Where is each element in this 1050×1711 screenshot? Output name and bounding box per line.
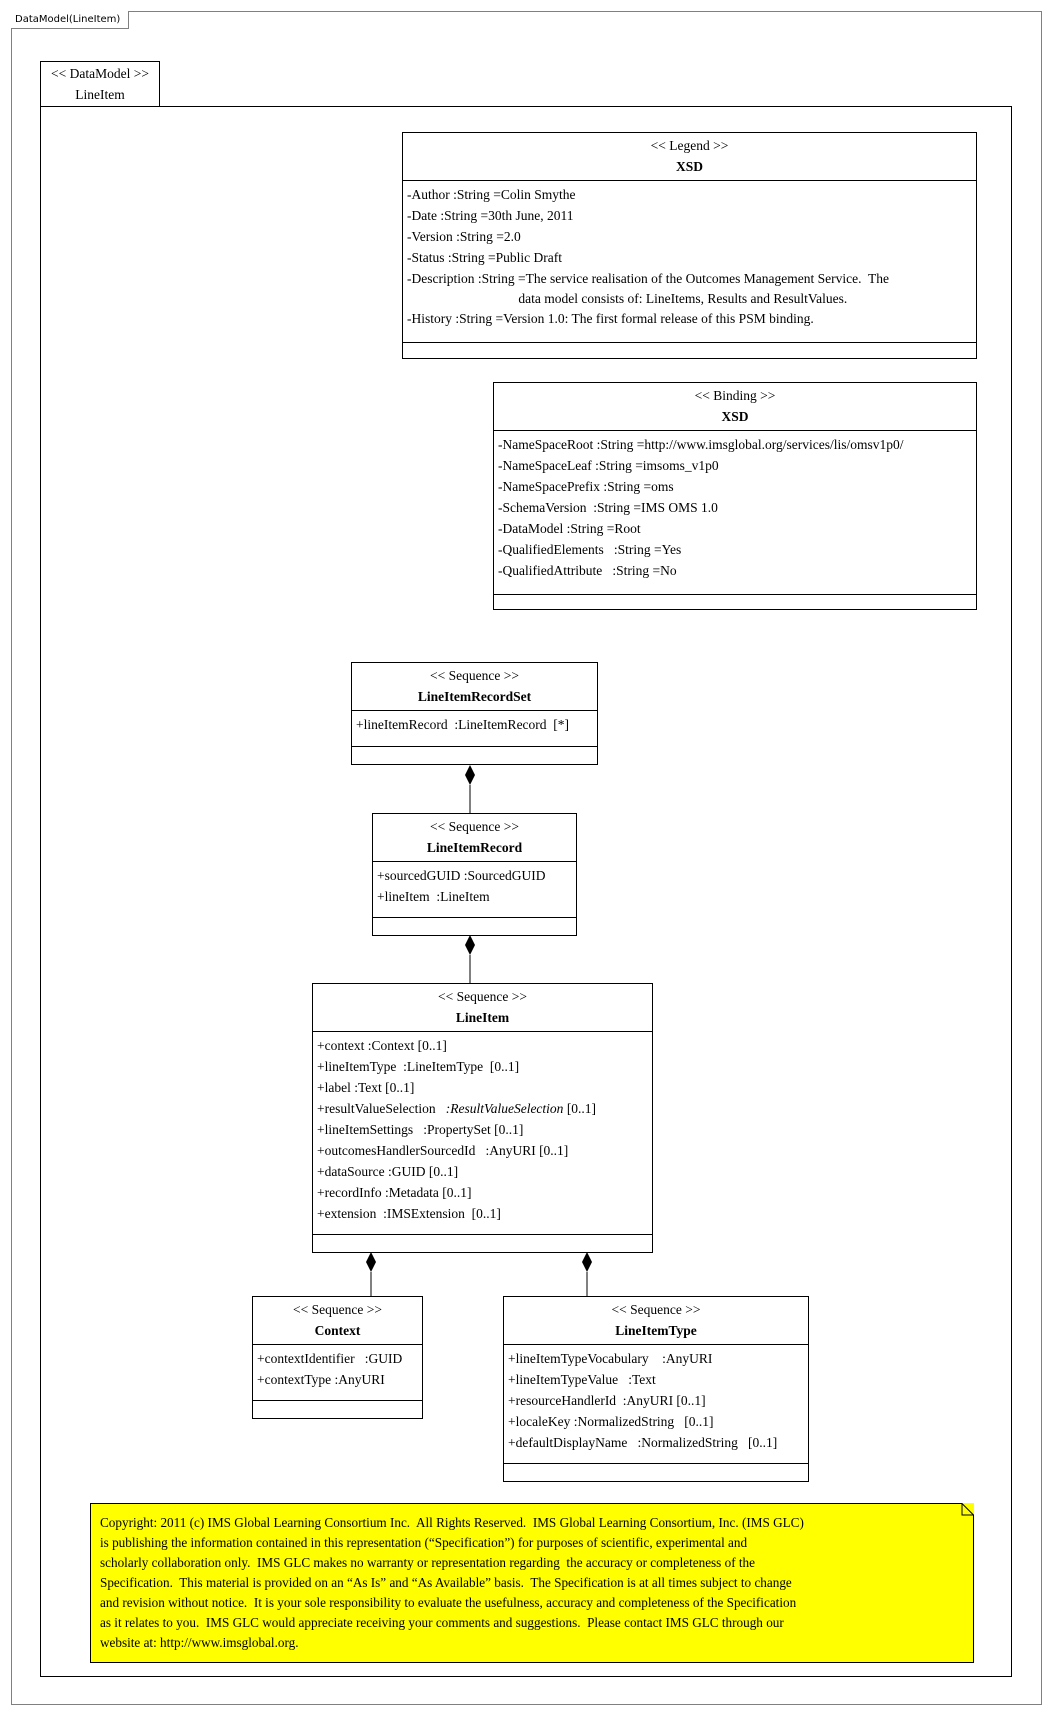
attribute: -Author :String =Colin Smythe (407, 187, 576, 202)
attribute-compartment: +context :Context [0..1] +lineItemType :… (313, 1032, 652, 1235)
copyright-note: Copyright: 2011 (c) IMS Global Learning … (90, 1503, 974, 1663)
attribute-multiplicity: [0..1] (566, 1101, 597, 1116)
operation-compartment (403, 343, 976, 365)
line-item-record-set-class[interactable]: << Sequence >> LineItemRecordSet +lineIt… (351, 662, 598, 765)
attribute: +dataSource :GUID [0..1] (317, 1164, 459, 1179)
attribute: +recordInfo :Metadata [0..1] (317, 1185, 472, 1200)
operation-compartment (373, 918, 576, 940)
attribute: +lineItemRecord :LineItemRecord [*] (356, 717, 570, 732)
note-line: Specification. This material is provided… (100, 1575, 792, 1590)
attribute: -QualifiedAttribute :String =No (498, 563, 677, 578)
composition-diamond (465, 935, 475, 955)
class-name: XSD (721, 409, 749, 424)
class-name: LineItemRecord (426, 840, 523, 855)
stereotype: << Sequence >> (293, 1302, 382, 1317)
attribute: -QualifiedElements :String =Yes (498, 542, 682, 557)
note-line: scholarly collaboration only. IMS GLC ma… (100, 1555, 756, 1570)
attribute: +lineItemType :LineItemType [0..1] (317, 1059, 520, 1074)
composition-diamond (465, 765, 475, 785)
attribute: +context :Context [0..1] (317, 1038, 447, 1053)
attribute: -Description :String =The service realis… (407, 271, 889, 286)
attribute: -Version :String =2.0 (407, 229, 521, 244)
line-item-record-class[interactable]: << Sequence >> LineItemRecord +sourcedGU… (372, 813, 577, 936)
note-outline (90, 1503, 974, 1663)
class-header: << Legend >> XSD (403, 133, 976, 181)
attribute-compartment: +lineItemTypeVocabulary :AnyURI +lineIte… (504, 1345, 808, 1464)
stereotype: << Legend >> (650, 138, 729, 153)
attribute: +localeKey :NormalizedString [0..1] (508, 1414, 714, 1429)
stereotype: << Sequence >> (438, 989, 527, 1004)
diagram-frame-title: DataModel(LineItem) (11, 11, 130, 29)
note-line: Copyright: 2011 (c) IMS Global Learning … (100, 1515, 804, 1530)
line-item-type-class[interactable]: << Sequence >> LineItemType +lineItemTyp… (503, 1296, 809, 1482)
stereotype: << Sequence >> (430, 819, 519, 834)
package-tab: << DataModel >> LineItem (40, 61, 160, 107)
attribute-type-abstract: :ResultValueSelection (445, 1101, 564, 1116)
class-name: LineItemType (615, 1323, 697, 1338)
attribute: -Date :String =30th June, 2011 (407, 208, 574, 223)
attribute: +defaultDisplayName :NormalizedString [0… (508, 1435, 778, 1450)
attribute: +extension :IMSExtension [0..1] (317, 1206, 501, 1221)
attribute-name: +resultValueSelection (317, 1101, 436, 1116)
attribute: +resourceHandlerId :AnyURI [0..1] (508, 1393, 706, 1408)
class-header: << Sequence >> Context (253, 1297, 422, 1345)
attribute: -Status :String =Public Draft (407, 250, 562, 265)
class-name: LineItem (455, 1010, 510, 1025)
stereotype: << Sequence >> (611, 1302, 701, 1317)
attribute-compartment: -Author :String =Colin Smythe -Date :Str… (403, 181, 976, 343)
attribute-compartment: -NameSpaceRoot :String =http://www.imsgl… (494, 431, 976, 595)
operation-compartment (352, 747, 597, 769)
class-name: LineItemRecordSet (417, 689, 532, 704)
class-name: Context (314, 1323, 361, 1338)
class-name: XSD (675, 159, 703, 174)
attribute: +outcomesHandlerSourcedId :AnyURI [0..1] (317, 1143, 569, 1158)
note-text: Copyright: 2011 (c) IMS Global Learning … (100, 1513, 964, 1653)
attribute: -SchemaVersion :String =IMS OMS 1.0 (498, 500, 718, 515)
operation-compartment (504, 1464, 808, 1486)
attribute: +sourcedGUID :SourcedGUID (377, 868, 546, 883)
attribute: -NameSpacePrefix :String =oms (498, 479, 674, 494)
attribute: +lineItemTypeVocabulary :AnyURI (508, 1351, 713, 1366)
composition-diamond (366, 1252, 376, 1272)
attribute: +contextType :AnyURI (257, 1372, 385, 1387)
line-item-class[interactable]: << Sequence >> LineItem +context :Contex… (312, 983, 653, 1253)
stereotype: << Sequence >> (430, 668, 519, 683)
attribute: +lineItem :LineItem (377, 889, 490, 904)
note-line: website at: http://www.imsglobal.org. (100, 1635, 299, 1650)
attribute: -NameSpaceLeaf :String =imsoms_v1p0 (498, 458, 719, 473)
attribute: -DataModel :String =Root (498, 521, 641, 536)
package-stereotype: << DataModel >> (51, 66, 149, 81)
note-line: as it relates to you. IMS GLC would appr… (100, 1615, 784, 1630)
attribute: +contextIdentifier :GUID (257, 1351, 403, 1366)
binding-xsd-class[interactable]: << Binding >> XSD -NameSpaceRoot :String… (493, 382, 977, 610)
attribute-result-value-selection: +resultValueSelection :ResultValueSelect… (317, 1098, 648, 1119)
attribute: +lineItemTypeValue :Text (508, 1372, 656, 1387)
attribute-compartment: +lineItemRecord :LineItemRecord [*] (352, 711, 597, 747)
class-header: << Sequence >> LineItemRecord (373, 814, 576, 862)
diagram-frame (11, 11, 1042, 1705)
class-header: << Binding >> XSD (494, 383, 976, 431)
operation-compartment (313, 1235, 652, 1257)
attribute: -NameSpaceRoot :String =http://www.imsgl… (498, 437, 904, 452)
attribute: -History :String =Version 1.0: The first… (407, 311, 814, 326)
operation-compartment (494, 595, 976, 617)
stereotype: << Binding >> (694, 388, 776, 403)
package-body (40, 106, 1012, 1677)
note-line: and revision without notice. It is your … (100, 1595, 797, 1610)
composition-diamond (582, 1252, 592, 1272)
package-name: LineItem (75, 87, 125, 102)
operation-compartment (253, 1401, 422, 1423)
attribute-compartment: +contextIdentifier :GUID +contextType :A… (253, 1345, 422, 1401)
attribute-compartment: +sourcedGUID :SourcedGUID +lineItem :Lin… (373, 862, 576, 918)
class-header: << Sequence >> LineItemRecordSet (352, 663, 597, 711)
attribute: +label :Text [0..1] (317, 1080, 415, 1095)
context-class[interactable]: << Sequence >> Context +contextIdentifie… (252, 1296, 423, 1419)
legend-xsd-class[interactable]: << Legend >> XSD -Author :String =Colin … (402, 132, 977, 359)
class-header: << Sequence >> LineItemType (504, 1297, 808, 1345)
class-header: << Sequence >> LineItem (313, 984, 652, 1032)
attribute-continuation: data model consists of: LineItems, Resul… (407, 291, 848, 306)
note-line: is publishing the information contained … (100, 1535, 748, 1550)
attribute: +lineItemSettings :PropertySet [0..1] (317, 1122, 524, 1137)
